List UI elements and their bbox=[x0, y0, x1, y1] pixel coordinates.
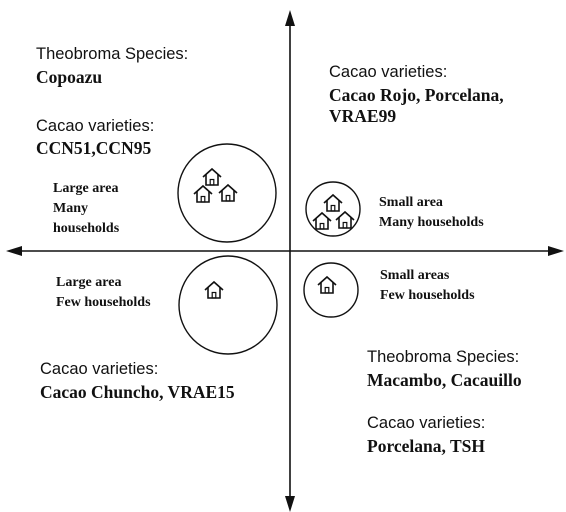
q4-circle-label: Small areas Few households bbox=[380, 266, 475, 306]
house-icon bbox=[218, 184, 238, 202]
q2-varieties-value-line: Cacao Rojo, Porcelana, bbox=[329, 85, 504, 105]
house-icon bbox=[312, 212, 332, 230]
q4-varieties-block: Cacao varieties: Porcelana, TSH bbox=[367, 414, 485, 457]
axis-arrow-up bbox=[285, 10, 295, 26]
q2-varieties-label: Cacao varieties: bbox=[329, 63, 448, 81]
house-icon bbox=[202, 168, 222, 186]
q3-varieties-block: Cacao varieties: Cacao Chuncho, VRAE15 bbox=[40, 360, 235, 403]
q1-varieties-block: Cacao varieties: CCN51,CCN95 bbox=[36, 117, 154, 159]
circle-label-line: Many bbox=[53, 201, 88, 216]
circle-label-line: Large area bbox=[56, 275, 122, 290]
vertical-axis bbox=[285, 10, 295, 512]
horizontal-axis bbox=[6, 246, 564, 256]
circle-label-line: households bbox=[53, 221, 120, 236]
q1-species-value: Copoazu bbox=[36, 67, 103, 87]
circle-label-line: Large area bbox=[53, 181, 119, 196]
house-icon bbox=[323, 194, 343, 212]
q2-circle-label: Small area Many households bbox=[379, 193, 484, 233]
circle-label-line: Few households bbox=[380, 288, 475, 303]
circle-label-line: Few households bbox=[56, 295, 151, 310]
q4-species-value: Macambo, Cacauillo bbox=[367, 370, 522, 390]
house-icon-group-small-many bbox=[312, 194, 355, 230]
circle-label-line: Many households bbox=[379, 215, 484, 230]
q3-varieties-label: Cacao varieties: bbox=[40, 360, 159, 378]
circle-label-line: Small area bbox=[379, 195, 443, 210]
q1-circle-label: Large area Many households bbox=[53, 179, 119, 239]
q4-varieties-label: Cacao varieties: bbox=[367, 414, 486, 432]
q1-varieties-value: CCN51,CCN95 bbox=[36, 138, 152, 158]
q4-species-label: Theobroma Species: bbox=[367, 348, 520, 366]
house-icon bbox=[193, 185, 213, 203]
q1-species-label: Theobroma Species: bbox=[36, 45, 189, 63]
house-icon-group-large-many bbox=[193, 168, 238, 203]
q4-varieties-value: Porcelana, TSH bbox=[367, 436, 485, 456]
axis-arrow-right bbox=[548, 246, 564, 256]
axis-arrow-left bbox=[6, 246, 22, 256]
q3-circle-label: Large area Few households bbox=[56, 273, 151, 313]
circle-label-line: Small areas bbox=[380, 268, 450, 283]
q1-varieties-label: Cacao varieties: bbox=[36, 117, 155, 135]
small-areas-few-households-circle bbox=[303, 262, 359, 318]
axis-arrow-down bbox=[285, 496, 295, 512]
q4-species-block: Theobroma Species: Macambo, Cacauillo bbox=[367, 348, 522, 391]
large-area-many-households-circle bbox=[177, 143, 277, 243]
house-icon bbox=[317, 276, 337, 294]
q3-varieties-value: Cacao Chuncho, VRAE15 bbox=[40, 382, 235, 402]
large-area-few-households-circle bbox=[178, 255, 278, 355]
house-icon bbox=[335, 211, 355, 229]
q2-varieties-block: Cacao varieties: Cacao Rojo, Porcelana, … bbox=[329, 63, 504, 127]
house-icon bbox=[204, 281, 224, 299]
small-area-many-households-circle bbox=[305, 181, 361, 237]
q2-varieties-value-line: VRAE99 bbox=[329, 106, 397, 126]
q1-species-block: Theobroma Species: Copoazu bbox=[36, 45, 188, 88]
